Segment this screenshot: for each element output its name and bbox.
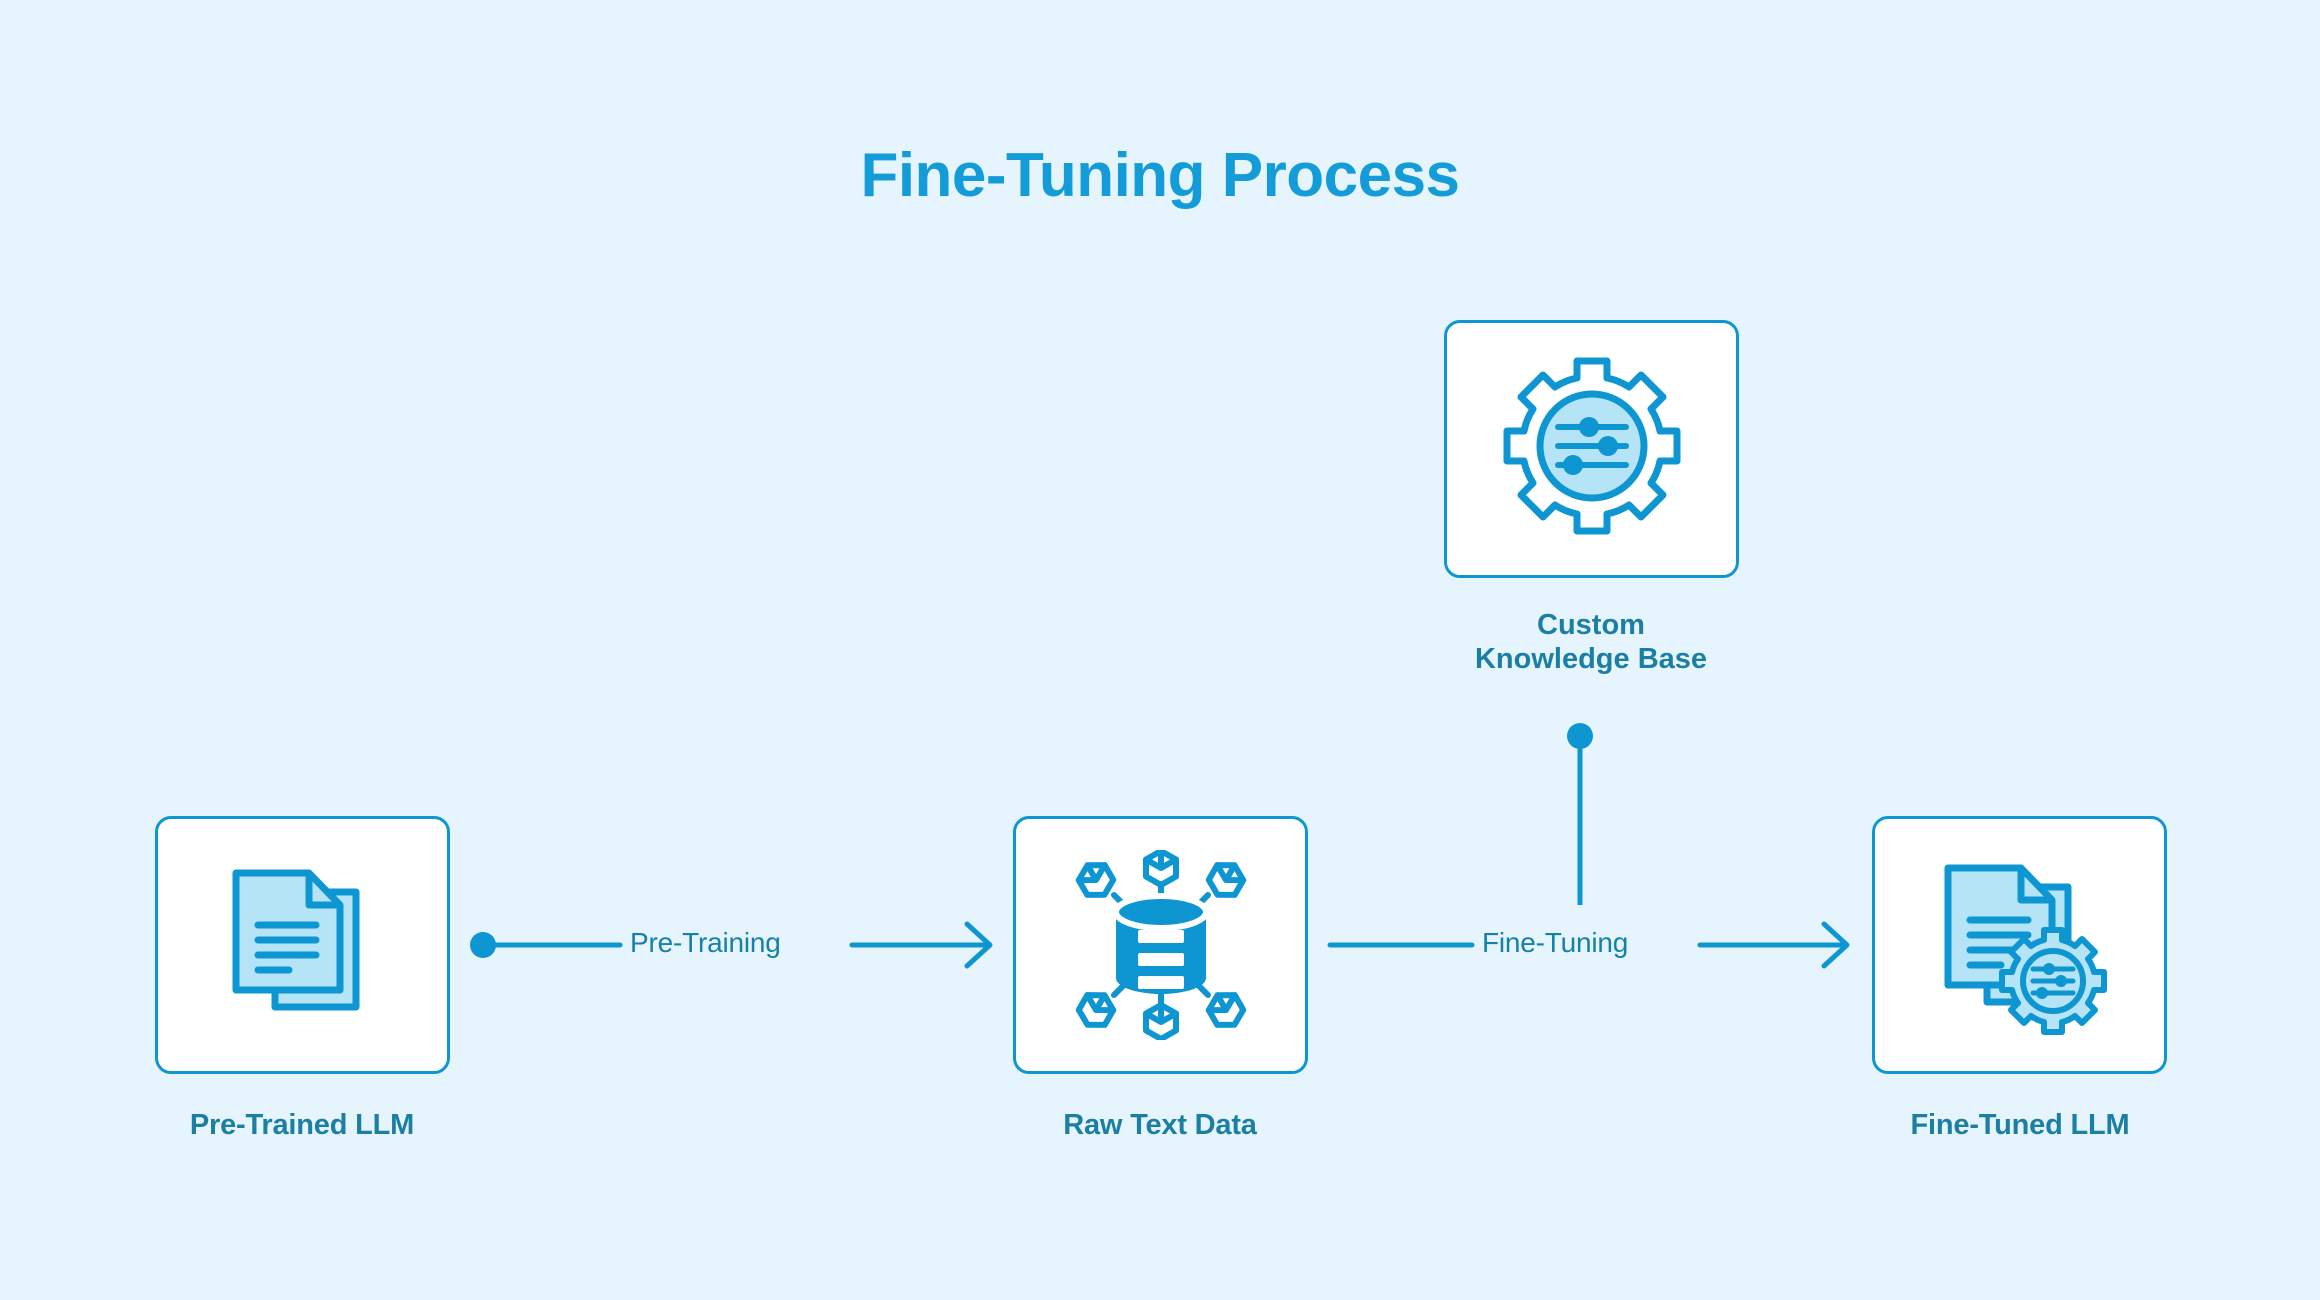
edge-start-dot-icon: [1567, 723, 1593, 749]
database-nodes-icon: [1075, 850, 1246, 1040]
documents-icon: [232, 869, 359, 1011]
edge-label-fine-tuning: Fine-Tuning: [1482, 927, 1629, 958]
card-icon-wrapper: [158, 819, 447, 1071]
node-label-pre-trained-llm: Pre-Trained LLM: [189, 1109, 415, 1141]
arrow-head-icon: [1821, 921, 1850, 969]
node-card-raw-text-data[interactable]: [1013, 816, 1308, 1074]
node-card-pre-trained-llm[interactable]: [155, 816, 450, 1074]
node-card-custom-knowledge-base[interactable]: [1444, 320, 1739, 578]
card-icon-wrapper: [1016, 819, 1305, 1071]
node-label-line-1: Custom: [1537, 609, 1645, 641]
card-icon-wrapper: [1875, 819, 2164, 1071]
node-card-fine-tuned-llm[interactable]: [1872, 816, 2167, 1074]
card-icon-wrapper: [1447, 323, 1736, 575]
arrow-head-icon: [964, 921, 993, 969]
documents-gear-icon: [1944, 864, 2107, 1035]
page-title: Fine-Tuning Process: [860, 141, 1460, 210]
edge-knowledge-feed: [1567, 723, 1593, 905]
edge-label-pre-training: Pre-Training: [630, 927, 781, 958]
node-label-custom-knowledge-base: Custom Knowledge Base: [1391, 608, 1791, 676]
gear-sliders-icon: [1503, 357, 1680, 535]
edge-start-dot-icon: [470, 932, 496, 958]
node-label-line-2: Knowledge Base: [1474, 643, 1708, 676]
node-label-raw-text-data: Raw Text Data: [1063, 1109, 1257, 1141]
node-label-fine-tuned-llm: Fine-Tuned LLM: [1910, 1109, 2130, 1141]
